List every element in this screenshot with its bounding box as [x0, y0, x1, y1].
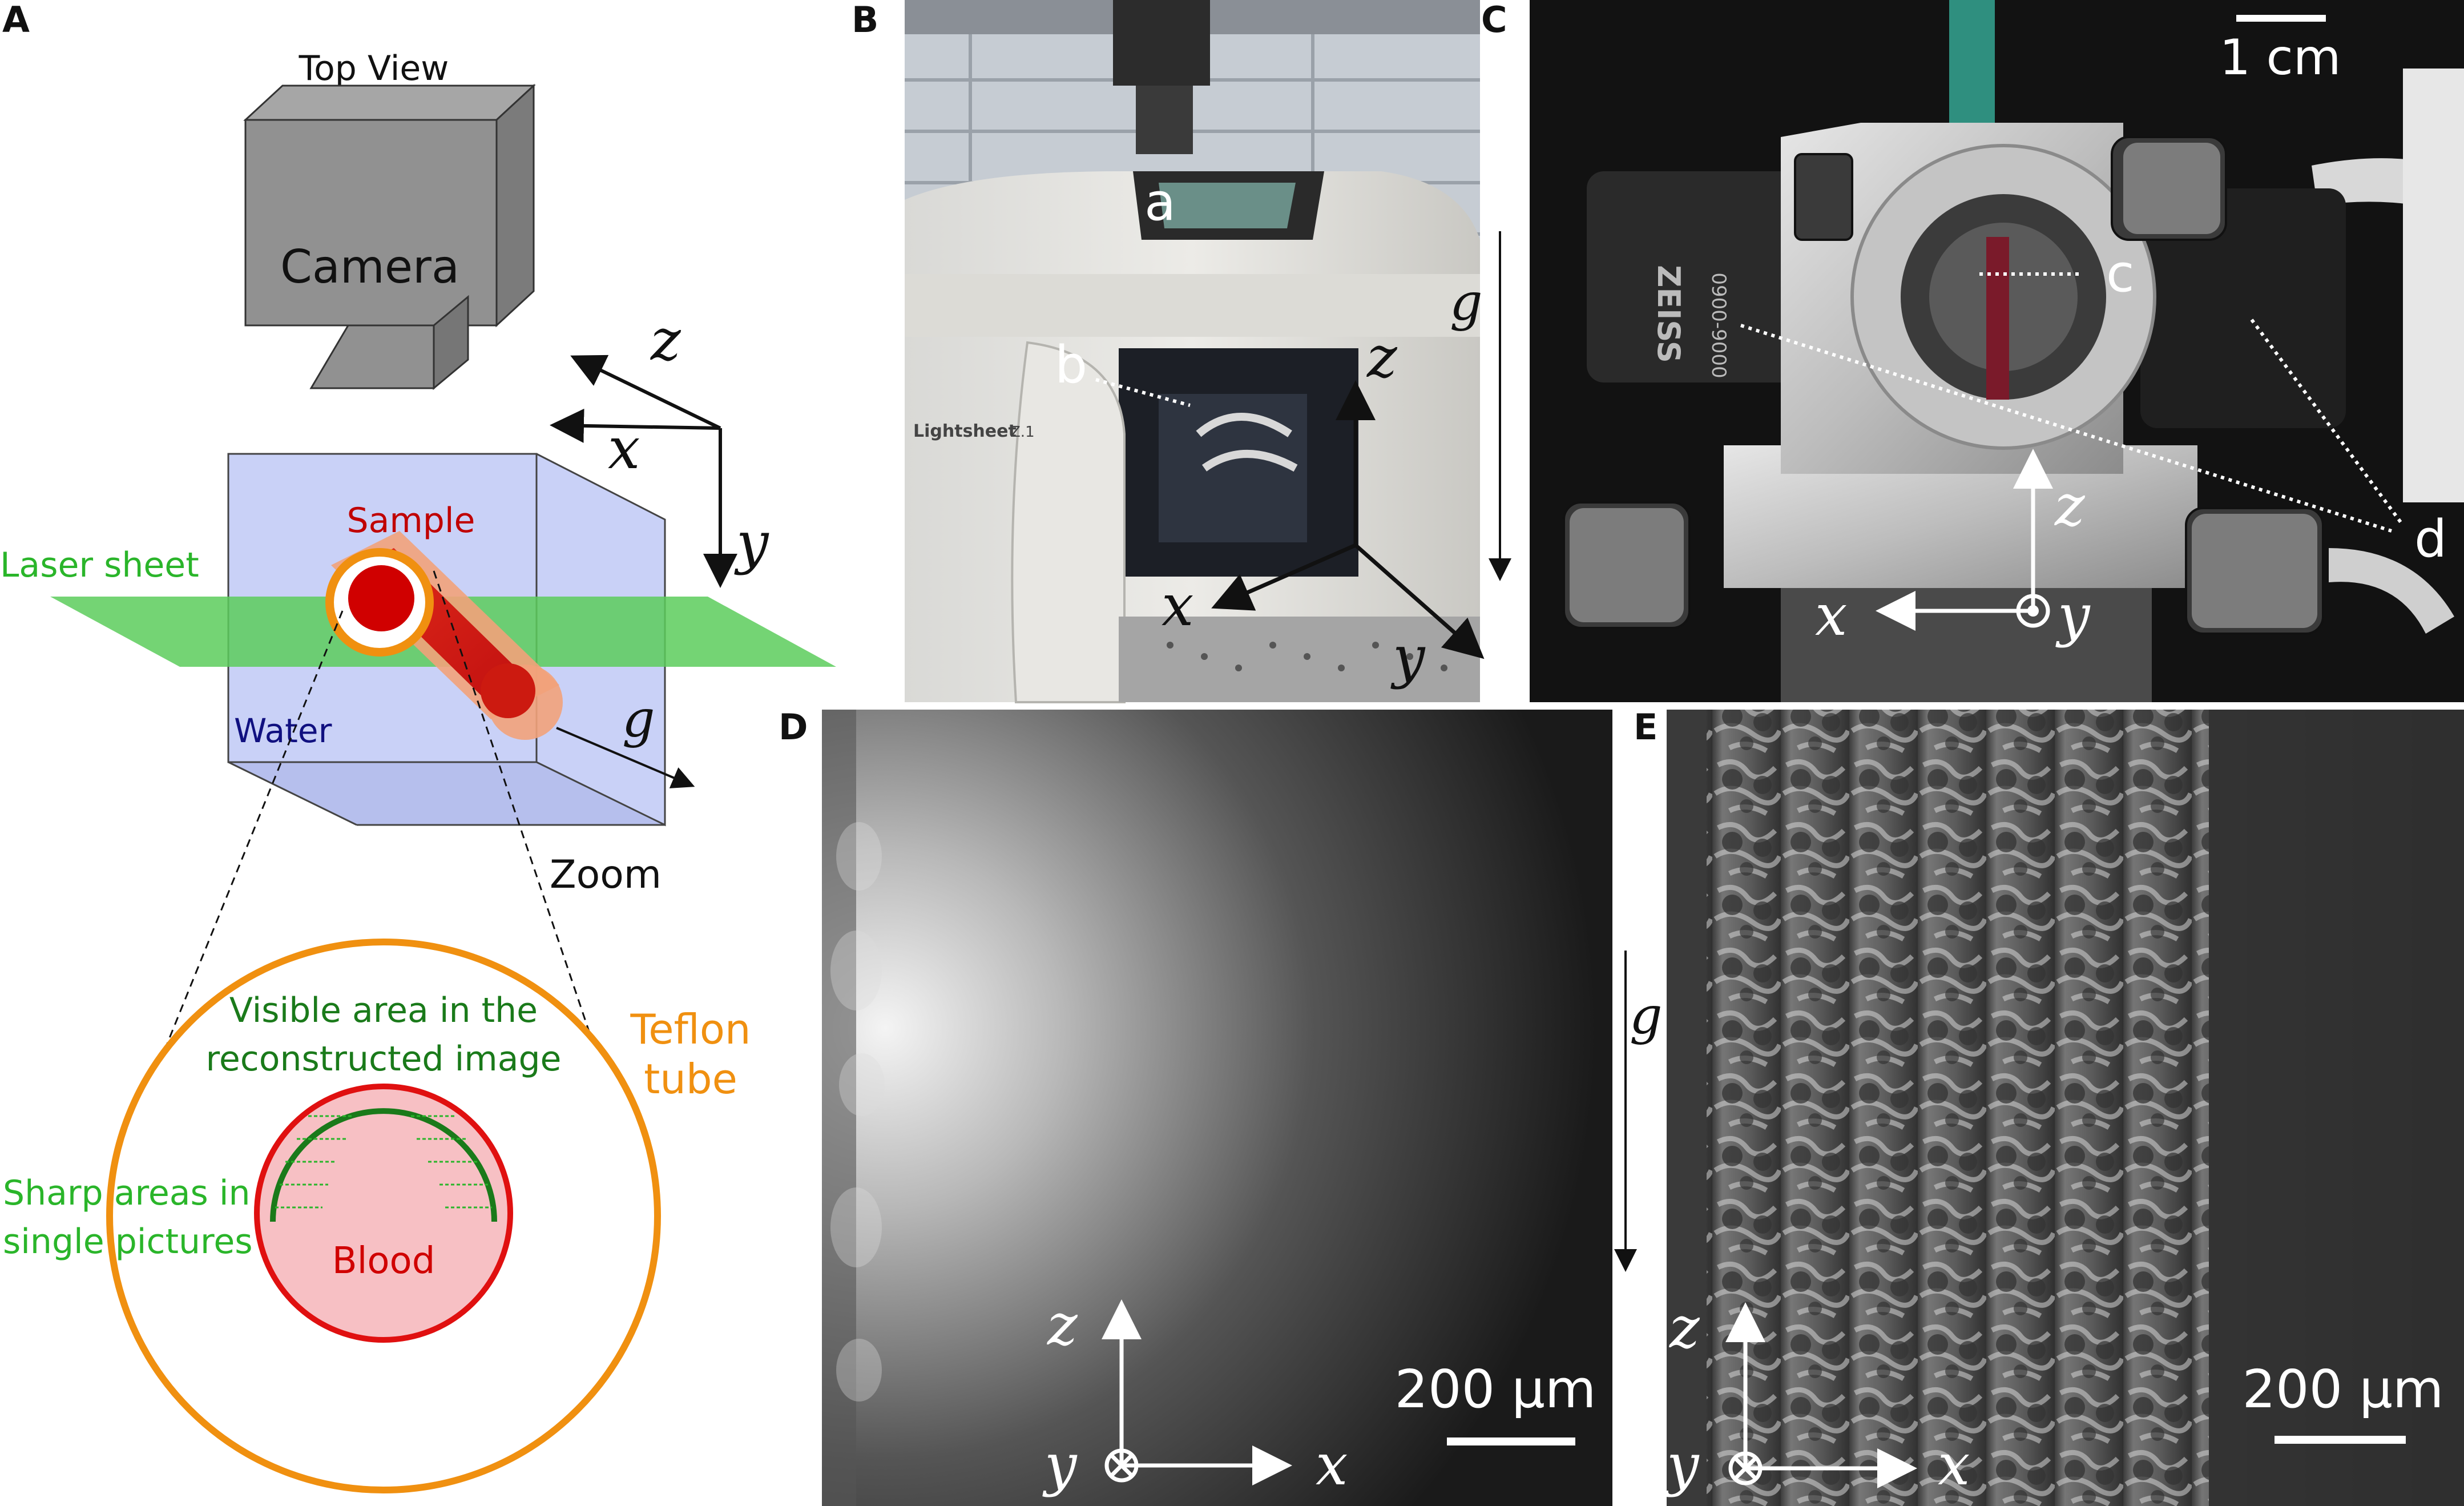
axis-x-b: x [1162, 572, 1193, 639]
panel-b: Lightsheet Z.1 a b z x y [905, 0, 1485, 703]
axis-y-d: y [1042, 1431, 1078, 1498]
panel-c: ZEISS 0900-9000 1 cm c d z x y [1530, 0, 2464, 702]
axis-y-a: y [734, 509, 769, 576]
axis-x-c: x [1815, 582, 1847, 649]
axis-x-d: x [1316, 1431, 1348, 1498]
axis-x-e: x [1938, 1431, 1970, 1498]
axis-y-e: y [1664, 1431, 1700, 1498]
brand-model-label: Z.1 [1010, 424, 1035, 441]
gravity-arrow-a [556, 727, 695, 788]
brand-label: Lightsheet [913, 421, 1017, 441]
laser-sheet-label: Laser sheet [0, 545, 199, 585]
scale-label-c: 1 cm [2219, 29, 2341, 86]
axis-y-c: y [2055, 582, 2091, 649]
axis-z-b: z [1366, 324, 1398, 390]
blood-circle [254, 1084, 513, 1343]
lens-number-label: 0900-9000 [1707, 272, 1730, 378]
sample-label: Sample [347, 501, 475, 541]
panel-letter-b: B [852, 0, 879, 41]
teflon-label-line2: tube [644, 1055, 737, 1103]
panel-letter-c: C [1481, 0, 1507, 41]
label-a-b: a [1144, 172, 1176, 232]
axes-a [550, 355, 737, 588]
panel-d: 200 µm z y x [822, 710, 1612, 1506]
teflon-label-line1: Teflon [630, 1005, 751, 1053]
top-view-label: Top View [299, 49, 449, 88]
axes-d [1102, 1299, 1292, 1485]
sharp-areas-line2: single pictures [3, 1222, 253, 1262]
label-b-b: b [1055, 335, 1087, 395]
zoom-label: Zoom [550, 852, 662, 897]
axes-b [1211, 380, 1485, 659]
scale-label-e: 200 µm [2243, 1359, 2444, 1420]
axes-c [1876, 449, 2053, 631]
axis-x-a: x [608, 415, 640, 482]
axis-z-d: z [1047, 1291, 1078, 1358]
blood-label: Blood [332, 1240, 435, 1282]
scale-label-d: 200 µm [1395, 1359, 1596, 1420]
panel-letter-e: E [1634, 706, 1658, 748]
axis-z-a: z [650, 307, 681, 373]
zoom-line-right [433, 570, 600, 1062]
label-d-c: d [2414, 509, 2447, 569]
axis-z-c: z [2054, 472, 2086, 539]
panel-letter-d: D [779, 706, 808, 748]
axes-e [1725, 1302, 1917, 1488]
camera-label: Camera [280, 240, 459, 293]
sharp-area-marks [275, 1115, 492, 1209]
gravity-label-a: g [622, 689, 655, 749]
axis-z-e: z [1669, 1294, 1700, 1361]
visible-area-arc [270, 1108, 497, 1222]
water-label: Water [234, 711, 332, 750]
visible-area-line1: Visible area in the [229, 990, 538, 1030]
camera-icon [243, 83, 536, 390]
gravity-label-d: g [1630, 986, 1663, 1046]
axis-y-b: y [1390, 623, 1426, 690]
panel-e: 200 µm z y x [1664, 710, 2464, 1506]
label-c-c: c [2106, 244, 2134, 304]
visible-area-line2: reconstructed image [206, 1039, 562, 1079]
panel-letter-a: A [2, 0, 30, 41]
sample-tube [325, 531, 563, 740]
panel-a: Top View Camera z x y L [0, 49, 836, 1493]
sharp-areas-line1: Sharp areas in [3, 1173, 251, 1213]
lens-brand-label: ZEISS [1651, 265, 1687, 363]
gravity-label-b: g [1450, 272, 1483, 332]
